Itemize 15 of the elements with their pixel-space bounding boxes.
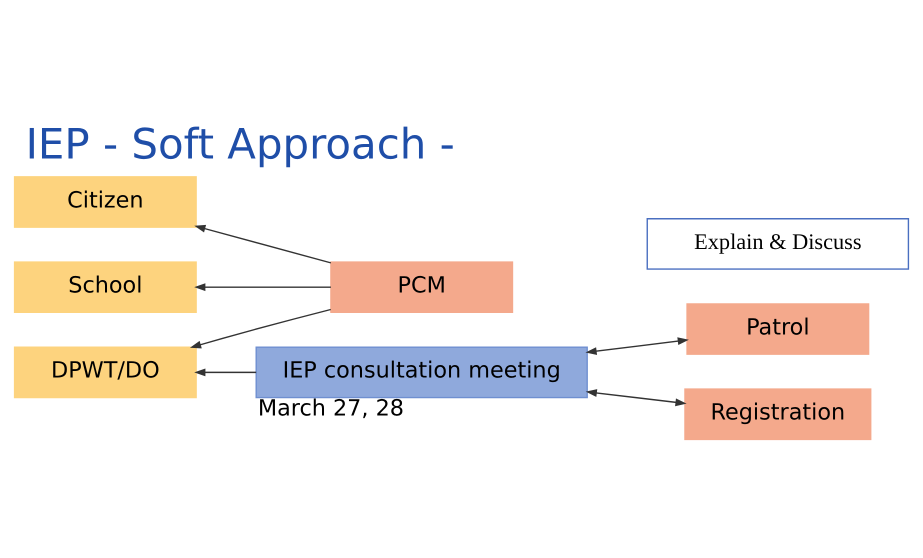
node-box: IEP consultation meeting bbox=[256, 346, 588, 398]
node-box: Explain & Discuss bbox=[646, 218, 910, 270]
node-box: PCM bbox=[330, 260, 514, 313]
node-box: DPWT/DO bbox=[14, 346, 197, 398]
diagram-title: IEP - Soft Approach - bbox=[26, 119, 455, 168]
arrow bbox=[586, 388, 687, 406]
node-box: School bbox=[14, 260, 197, 313]
arrow bbox=[194, 224, 332, 264]
arrow bbox=[190, 308, 331, 348]
node-box: Citizen bbox=[14, 176, 197, 228]
arrow bbox=[585, 336, 689, 354]
node-box: Patrol bbox=[686, 302, 870, 354]
arrow bbox=[194, 282, 331, 291]
node-box: Registration bbox=[684, 388, 872, 440]
arrow bbox=[194, 368, 256, 376]
